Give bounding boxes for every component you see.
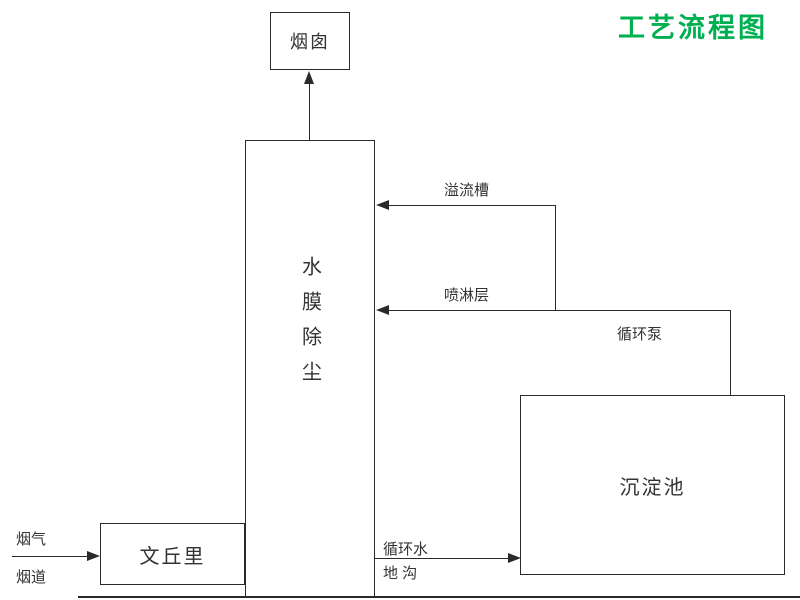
line-circulating-water — [375, 558, 508, 559]
line-ground — [78, 596, 800, 598]
line-scrubber-to-chimney — [309, 84, 310, 140]
label-spray-layer: 喷淋层 — [444, 287, 490, 304]
line-spray-horizontal — [389, 310, 730, 311]
arrow-spray-into-scrubber-icon — [376, 305, 389, 315]
label-flue-duct: 烟道 — [16, 569, 47, 586]
label-circulation-pump: 循环泵 — [617, 326, 663, 343]
node-sedimentation-label: 沉淀池 — [619, 476, 686, 499]
line-spray-vertical — [730, 310, 731, 395]
node-chimney-label: 烟囱 — [290, 32, 330, 52]
node-sedimentation: 沉淀池 — [520, 395, 785, 575]
arrow-up-to-chimney-icon — [304, 71, 314, 84]
node-venturi: 文丘里 — [100, 523, 245, 585]
diagram-title: 工艺流程图 — [618, 13, 768, 43]
line-overflow-vertical — [555, 205, 556, 310]
label-circulating-water: 循环水 — [383, 541, 429, 558]
label-flue-gas: 烟气 — [16, 531, 47, 548]
arrow-into-venturi-icon — [87, 551, 100, 561]
line-flue-gas-inlet — [12, 556, 87, 557]
arrow-overflow-into-scrubber-icon — [376, 200, 389, 210]
node-scrubber-label: 水膜除尘 — [298, 256, 321, 396]
label-trench: 地 沟 — [383, 565, 418, 582]
arrow-into-sedimentation-icon — [508, 553, 521, 563]
node-scrubber: 水膜除尘 — [245, 140, 375, 597]
node-chimney: 烟囱 — [270, 12, 350, 70]
label-overflow-trough: 溢流槽 — [444, 182, 490, 199]
node-venturi-label: 文丘里 — [139, 545, 206, 568]
line-overflow-horizontal — [389, 205, 555, 206]
